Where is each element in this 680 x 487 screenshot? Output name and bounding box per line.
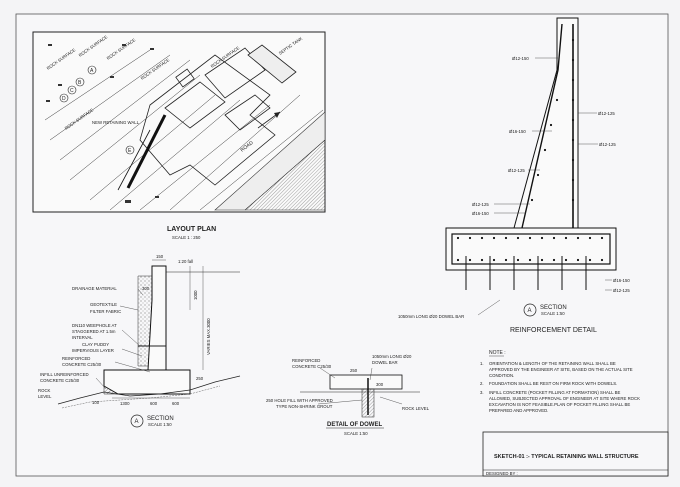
dim-100: 100 (92, 400, 100, 405)
weephole-label: INTERVAL (72, 335, 93, 340)
geotextile-label: GEOTEXTILE (90, 302, 117, 307)
reinforcement-detail: Ø12-150 Ø12-125 Ø16-150 Ø12-125 Ø12-125 … (398, 17, 630, 334)
notes: NOTE : 1. ORIENTATION & LENGTH OF THE RE… (480, 350, 640, 413)
septic-tank (247, 44, 297, 84)
section-title: SECTION (147, 416, 174, 422)
layout-plan-title: LAYOUT PLAN (167, 226, 216, 233)
rock-level-label: LEVEL (38, 394, 52, 399)
dowel-detail-title: DETAIL OF DOWEL (327, 422, 382, 428)
dim-varies: VARIES MAX.3000 (206, 318, 211, 355)
dowel-slab (329, 374, 403, 390)
wall-section: VARIES MAX.3000 1000 150 300 1300 600 60… (38, 254, 241, 428)
grid-label-c: C (70, 88, 74, 94)
section-bubble-letter: A (135, 419, 139, 425)
note-line: ALLOWED, SUBJECTED APPROVAL OF ENGINEER … (489, 396, 640, 401)
retaining-wall (126, 114, 167, 189)
weephole-label: STAGGERED AT 1.5m (72, 329, 116, 334)
sketch-title: SKETCH-01 :- TYPICAL RETAINING WALL STRU… (494, 454, 639, 460)
grid-label-a: A (90, 68, 94, 74)
bar-label: Ø12-125 (599, 142, 616, 147)
grid-bubble-a (87, 65, 97, 75)
infill-concrete-label: CONCRETE C25/30 (40, 378, 80, 383)
note-number: 1. (480, 361, 484, 366)
road-verge-hatch (244, 139, 326, 211)
section-bubble (523, 303, 537, 317)
layout-plan-scale: SCALE 1 : 250 (172, 235, 201, 240)
dim-1300: 1300 (120, 401, 130, 406)
grid-bubble-c (67, 85, 77, 95)
grout-hole-label: 250 HOLE FILL WITH APPROVED (266, 398, 333, 403)
designed-by: DESIGNED BY : (486, 471, 518, 476)
dowel-dim-250: 250 (350, 368, 358, 373)
bar-label: Ø16-150 (472, 211, 489, 216)
dim-300: 300 (142, 286, 150, 291)
title-block: SKETCH-01 :- TYPICAL RETAINING WALL STRU… (482, 431, 669, 477)
bar-label: Ø16-150 (613, 278, 630, 283)
bar-label: Ø12-150 (512, 56, 529, 61)
section-scale: SCALE 1:50 (148, 422, 172, 427)
bar-label: Ø12-125 (472, 202, 489, 207)
grid-label-e: E (128, 148, 132, 154)
dowel-detail-scale: SCALE 1:50 (344, 431, 368, 436)
reinforcement-detail-title: REINFORCEMENT DETAIL (510, 327, 597, 334)
dowel-reinforced-label: REINFORCED (292, 358, 320, 363)
note-number: 3. (480, 390, 484, 395)
note-line: EXCAVATION IS NOT FEASIBLE.PLAN OF POCKE… (489, 402, 630, 407)
fall-label: 1:20 fall (178, 259, 193, 264)
grout-hole-label: TYPE NON-SHRINK GROUT (276, 404, 333, 409)
note-line: CONDITION. (489, 373, 514, 378)
grid-bubble-d (59, 93, 69, 103)
bar-label: Ø16-150 (509, 129, 526, 134)
grid-label-b: B (78, 80, 82, 86)
dowel-rock-level-label: ROCK LEVEL (402, 406, 430, 411)
grid-bubble-e (125, 145, 135, 155)
note-line: FOUNDATION SHALL BE REST ON FIRM ROCK WI… (489, 381, 617, 386)
bar-label: Ø12-125 (613, 288, 630, 293)
dim-600: 600 (150, 401, 158, 406)
rock-level-line (57, 375, 241, 405)
dim-150: 150 (156, 254, 164, 259)
reinforced-concrete-label: REINFORCED (62, 356, 90, 361)
clay-puddy-label: IMPERVIOUS LAYER (72, 348, 114, 353)
dim-250: 250 (196, 376, 204, 381)
section-bubble-letter: A (528, 308, 532, 314)
grid-label-d: D (62, 96, 66, 102)
layout-plan: A B C D E ROCK SURFACE ROCK SURFACE ROCK… (32, 31, 326, 240)
infill-concrete-label: INFILL UNREINFORCED (40, 372, 89, 377)
bar-label: Ø12-125 (508, 168, 525, 173)
reinforcement-base (445, 227, 617, 271)
note-line: PREPARED AND APPROVED. (489, 408, 548, 413)
dowel-bar-label: DOWEL BAR (372, 360, 398, 365)
dowel-bar-label: 1050mm LONG Ø20 DOWEL BAR (398, 314, 464, 319)
dowel-detail: REINFORCED CONCRETE C25/30 1050mm LONG Ø… (266, 354, 430, 436)
notes-heading: NOTE : (489, 350, 506, 356)
filter-fabric-label: FILTER FABRIC (90, 309, 121, 314)
section-bubble (130, 414, 144, 428)
building-outline (139, 54, 276, 186)
reinforced-concrete-label: CONCRETE C25/30 (62, 362, 102, 367)
title-block-frame (482, 431, 669, 477)
new-retaining-wall-label: NEW RETAINING WALL (92, 120, 140, 125)
dowel-reinforced-label: CONCRETE C25/30 (292, 364, 332, 369)
dim-600b: 600 (172, 401, 180, 406)
dowel-bar-label: 1050mm LONG Ø20 (372, 354, 412, 359)
section-scale: SCALE 1:50 (541, 311, 565, 316)
dim-1000: 1000 (193, 290, 198, 300)
bar-label: Ø12-125 (598, 111, 615, 116)
dowel-dim-300: 300 (376, 382, 384, 387)
section-title: SECTION (540, 305, 567, 311)
note-line: APPROVED BY THE ENGINEER AT SITE, BASED … (489, 367, 633, 372)
weephole-label: DN110 WEEPHOLE AT (72, 323, 117, 328)
note-number: 2. (480, 381, 484, 386)
rock-level-label: ROCK (38, 388, 51, 393)
note-line: ORIENTATION & LENGTH OF THE RETAINING WA… (489, 361, 616, 366)
infill-concrete (103, 385, 119, 395)
note-line: INFILL CONCRETE (POCKET FILLING AT FORMA… (489, 390, 621, 395)
wall-foundation (103, 369, 191, 395)
grid-bubble-b (75, 77, 85, 87)
drainage-material-label: DRAINAGE MATERIAL (72, 286, 117, 291)
clay-puddy-label: CLAY PUDDY (82, 342, 109, 347)
